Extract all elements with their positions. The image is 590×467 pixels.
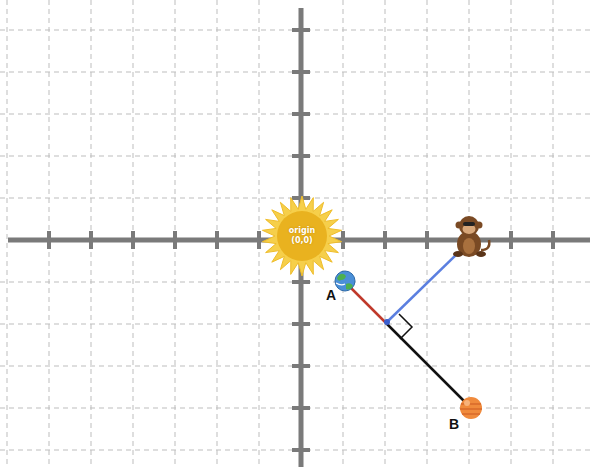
node-text: origin (0,0) xyxy=(283,226,321,246)
tick xyxy=(292,154,310,158)
axis-ticks xyxy=(49,30,553,450)
grid-line xyxy=(0,114,590,115)
tick xyxy=(292,28,310,32)
grid-line xyxy=(0,198,590,199)
tick xyxy=(292,448,310,452)
grid-line xyxy=(0,282,590,283)
grid-line xyxy=(385,0,386,467)
grid-line xyxy=(49,0,50,467)
grid-line xyxy=(343,0,344,467)
tick xyxy=(131,231,135,249)
grid-line xyxy=(133,0,134,467)
point-label: A xyxy=(326,287,336,303)
monkey-icon xyxy=(453,216,489,257)
point-label: B xyxy=(449,416,459,432)
grid-line xyxy=(511,0,512,467)
sun-icon xyxy=(262,196,341,276)
right-angle-marker xyxy=(399,314,412,339)
grid-line xyxy=(0,324,590,325)
tick xyxy=(292,70,310,74)
tick xyxy=(509,231,513,249)
grid-line xyxy=(91,0,92,467)
tick xyxy=(173,231,177,249)
tick xyxy=(292,406,310,410)
sun-disc xyxy=(277,211,327,261)
grid-line xyxy=(0,30,590,31)
grid-line xyxy=(427,0,428,467)
grid-line xyxy=(553,0,554,467)
tick xyxy=(257,231,261,249)
origin-node: origin (0,0) xyxy=(283,226,321,246)
black-segment xyxy=(386,323,470,407)
sun-rays xyxy=(262,196,341,276)
planet-icon xyxy=(460,397,482,419)
tick xyxy=(47,231,51,249)
grid-line xyxy=(0,72,590,73)
grid-line xyxy=(7,0,8,467)
tick xyxy=(341,231,345,249)
tick xyxy=(425,231,429,249)
tick xyxy=(292,280,310,284)
earth-icon xyxy=(335,271,355,291)
grid-line xyxy=(0,408,590,409)
grid-line xyxy=(217,0,218,467)
tick xyxy=(292,322,310,326)
grid-line xyxy=(175,0,176,467)
tick xyxy=(215,231,219,249)
grid-line xyxy=(259,0,260,467)
tick xyxy=(551,231,555,249)
tick xyxy=(89,231,93,249)
grid-line xyxy=(0,156,590,157)
tick xyxy=(383,231,387,249)
red-segment xyxy=(345,282,386,323)
grid-line xyxy=(0,450,590,451)
tick xyxy=(292,364,310,368)
blue-perpendicular xyxy=(388,253,458,321)
axes xyxy=(8,8,590,467)
foot-point xyxy=(384,319,390,325)
tick xyxy=(292,112,310,116)
grid-line xyxy=(0,366,590,367)
